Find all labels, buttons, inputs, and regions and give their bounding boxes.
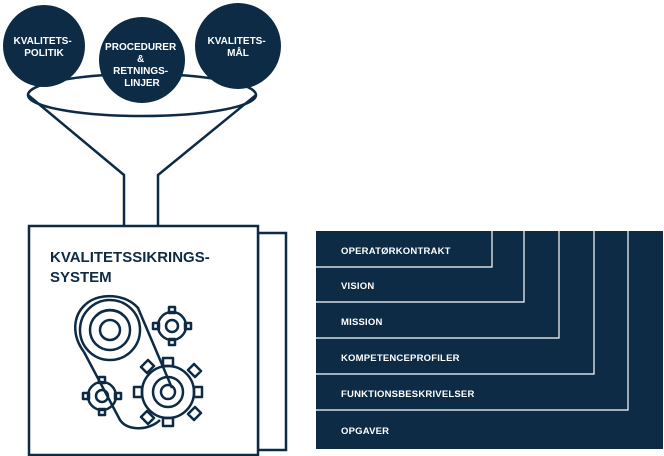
pulley-arc xyxy=(95,309,125,317)
input-circle-maal: KVALITETS- MÅL xyxy=(195,3,281,89)
small-gear-lower xyxy=(81,375,123,417)
system-box-front xyxy=(27,224,260,456)
system-box: KVALITETSSIKRINGS- SYSTEM xyxy=(27,224,288,456)
layer-label-vision: VISION xyxy=(341,281,374,292)
system-box-title: KVALITETSSIKRINGS- SYSTEM xyxy=(50,249,214,286)
layer-label-opgaver: OPGAVER xyxy=(341,426,389,437)
belt-bottom xyxy=(82,351,161,430)
layer-stack: OPERATØRKONTRAKT VISION MISSION KOMPETEN… xyxy=(316,231,663,449)
input-circle-politik: KVALITETS- POLITIK xyxy=(3,5,85,87)
system-box-back-page xyxy=(256,231,288,452)
belt-top xyxy=(85,295,174,389)
belt-left xyxy=(74,303,87,353)
layer-label-funktionsbeskrivelser: FUNKTIONSBESKRIVELSER xyxy=(341,389,475,400)
input-label: PROCEDURER & RETNINGS- LINJER xyxy=(105,42,179,89)
input-label: KVALITETS- POLITIK xyxy=(14,36,75,59)
layer-dividers xyxy=(316,231,629,411)
pulley-hub xyxy=(98,318,122,342)
pulley-outer xyxy=(78,298,142,362)
layer-label-operatoerkontrakt: OPERATØRKONTRAKT xyxy=(341,246,451,257)
small-gear-upper xyxy=(151,305,193,347)
gears-icon xyxy=(74,295,204,430)
funnel-right-side xyxy=(156,94,257,226)
layer-label-mission: MISSION xyxy=(341,317,383,328)
large-gear xyxy=(132,356,204,428)
funnel-left-side xyxy=(27,94,126,226)
input-label: KVALITETS- MÅL xyxy=(208,36,269,59)
input-circle-procedurer: PROCEDURER & RETNINGS- LINJER xyxy=(99,17,185,103)
layer-stack-background xyxy=(316,231,663,449)
layer-label-kompetenceprofiler: KOMPETENCEPROFILER xyxy=(341,353,460,364)
